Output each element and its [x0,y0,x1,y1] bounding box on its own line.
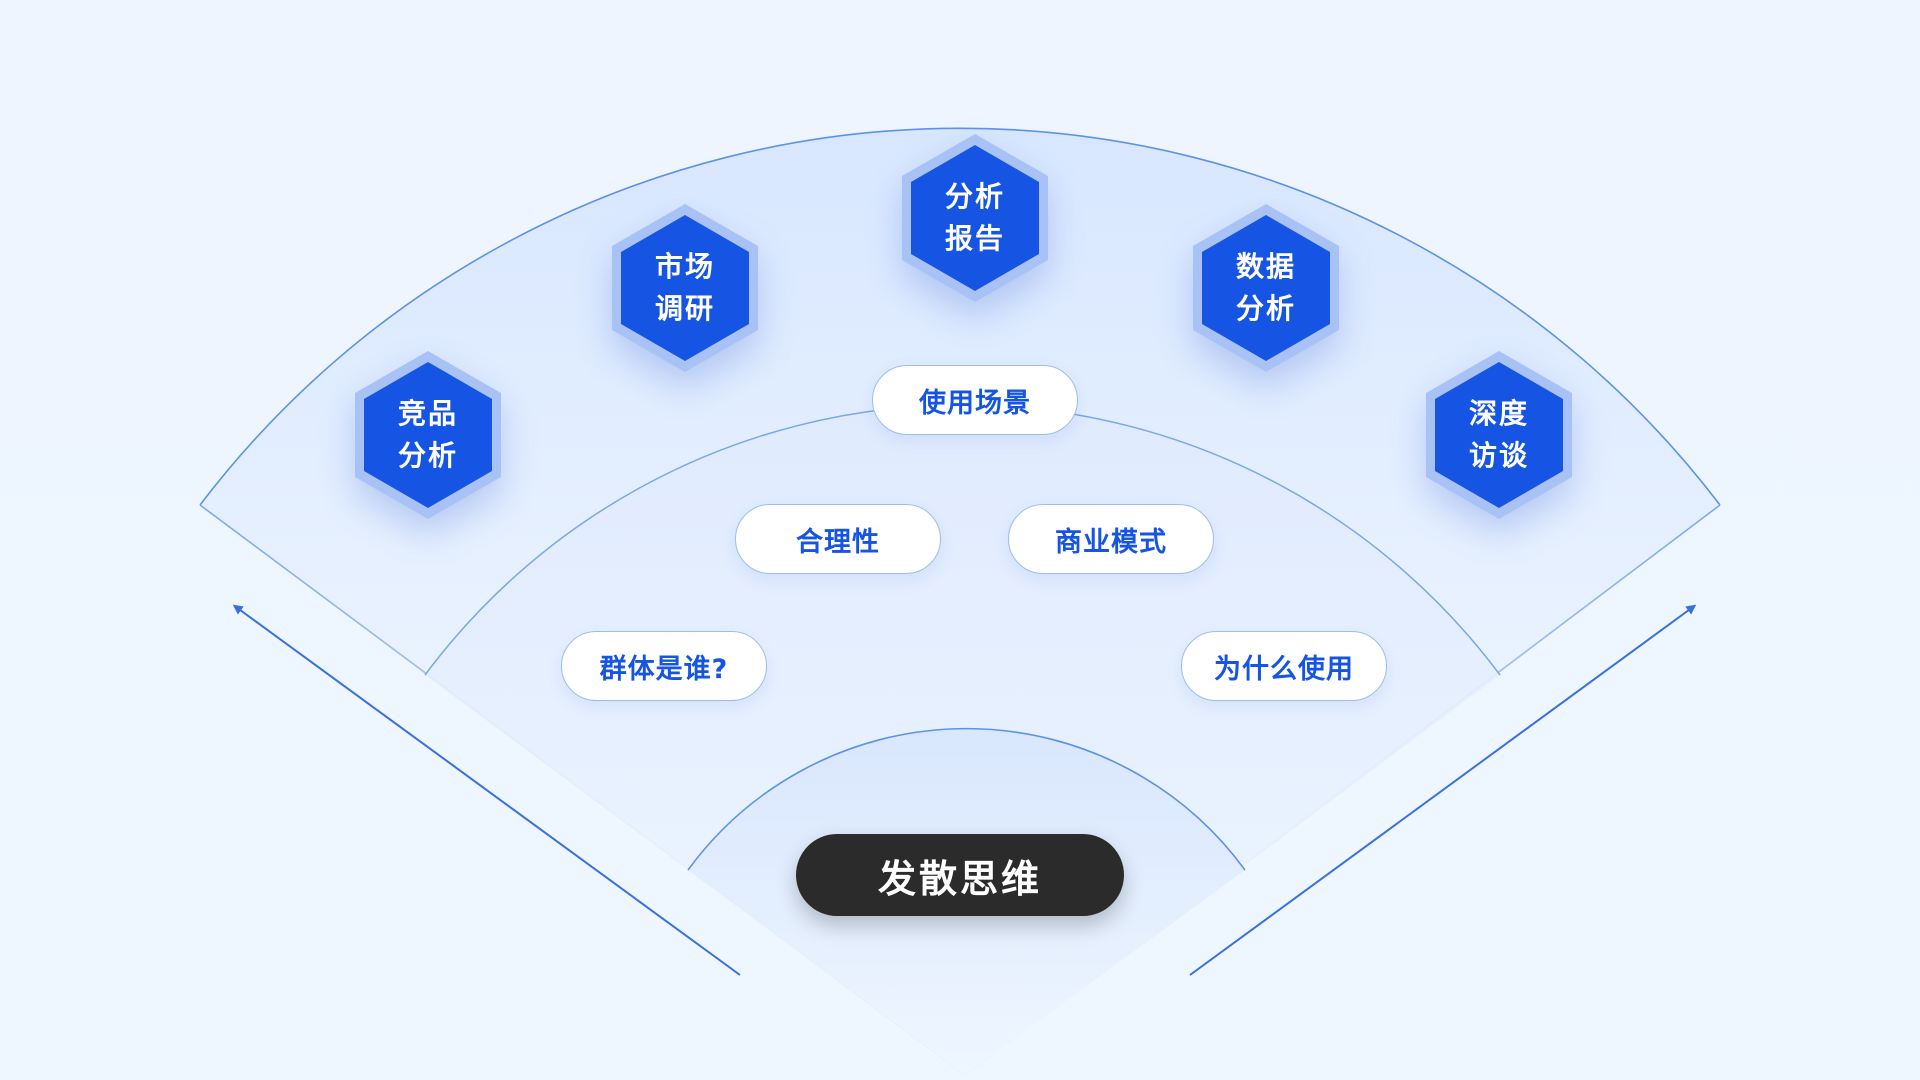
hex-data-analysis: 数据 分析 [1191,202,1341,374]
hex-line2: 分析 [397,439,458,472]
hex-line1: 数据 [1235,250,1296,283]
hex-line1: 市场 [654,250,715,283]
pill-rationality: 合理性 [735,504,941,574]
hex-line2: 报告 [944,222,1005,255]
hex-line1: 深度 [1468,397,1529,430]
hex-line1: 分析 [944,180,1005,213]
pill-usage-scenario: 使用场景 [872,365,1078,435]
hex-market-research: 市场 调研 [610,202,760,374]
hex-line1: 竞品 [397,397,458,430]
hex-line2: 调研 [654,292,715,325]
hex-competitor-analysis: 竞品 分析 [353,349,503,521]
outer-arc [199,127,1721,506]
center-divergent-thinking: 发散思维 [796,834,1124,916]
hex-line2: 访谈 [1468,439,1529,472]
hex-in-depth-interview: 深度 访谈 [1424,349,1574,521]
hex-line2: 分析 [1235,292,1296,325]
pill-business-model: 商业模式 [1008,504,1214,574]
inner-arc [687,727,1246,871]
hex-analysis-report: 分析 报告 [900,132,1050,304]
pill-who-is-the-group: 群体是谁? [561,631,767,701]
left-direction-arrow [232,604,741,976]
right-direction-arrow [1189,604,1697,976]
pill-why-use: 为什么使用 [1181,631,1387,701]
